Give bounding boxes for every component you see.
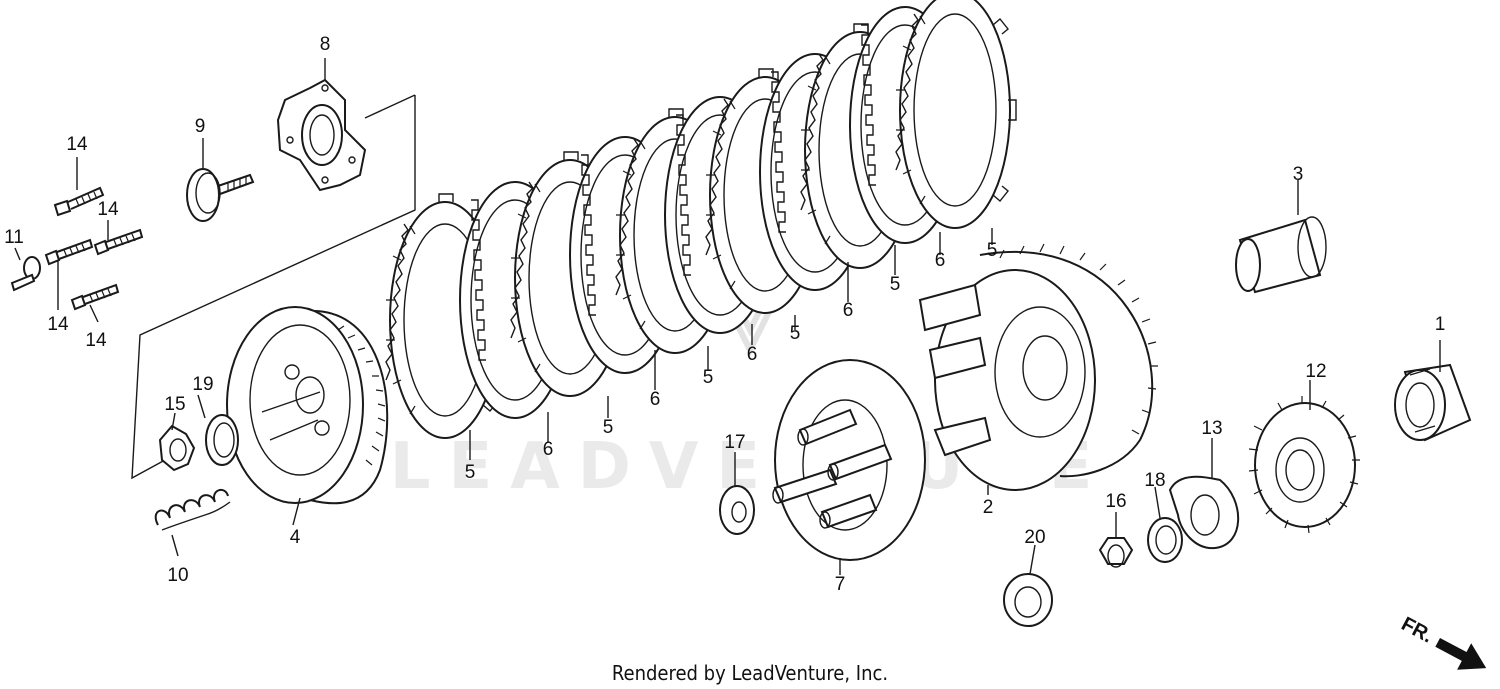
lifter-plate xyxy=(276,78,367,192)
callout-5: 5 xyxy=(703,367,714,388)
callout-1: 1 xyxy=(1435,314,1446,335)
front-direction-arrow-icon: FR. xyxy=(1398,613,1487,670)
callout-6: 6 xyxy=(843,300,854,321)
oil-seal xyxy=(1003,573,1053,627)
callout-labels: 1 2 3 4 5 5 5 5 5 5 6 6 6 6 6 7 8 9 10 1… xyxy=(4,34,1445,595)
pin xyxy=(10,256,41,292)
callout-10: 10 xyxy=(167,565,188,586)
group-bracket xyxy=(131,94,416,480)
clutch-center xyxy=(772,359,926,561)
leader-lines xyxy=(14,58,1441,575)
footer-credit: Rendered by LeadVenture, Inc. xyxy=(612,661,888,685)
callout-3: 3 xyxy=(1293,164,1304,185)
pressure-plate xyxy=(226,306,389,505)
callout-17: 17 xyxy=(724,432,745,453)
callout-5: 5 xyxy=(603,417,614,438)
callout-14: 14 xyxy=(47,314,69,335)
callout-5: 5 xyxy=(987,240,998,261)
callout-6: 6 xyxy=(935,250,946,271)
bolt xyxy=(70,283,120,311)
primary-drive-gear xyxy=(1248,396,1360,534)
callout-6: 6 xyxy=(543,439,554,460)
callout-14: 14 xyxy=(85,330,107,351)
bolt xyxy=(53,186,105,217)
spring xyxy=(154,488,231,531)
bolt xyxy=(93,228,144,256)
clutch-guide xyxy=(1235,216,1327,294)
thrust-washer xyxy=(719,485,755,535)
callout-2: 2 xyxy=(983,497,994,518)
callout-9: 9 xyxy=(195,116,206,137)
lock-nut xyxy=(1098,537,1134,568)
callout-5: 5 xyxy=(790,323,801,344)
clutch-outer xyxy=(918,243,1158,491)
callout-11: 11 xyxy=(4,227,24,248)
washer xyxy=(1147,517,1183,563)
needle-bearing xyxy=(1394,363,1472,442)
callout-13: 13 xyxy=(1201,418,1222,439)
washer xyxy=(205,414,239,466)
lock-nut xyxy=(158,424,196,472)
callout-19: 19 xyxy=(192,374,213,395)
callout-14: 14 xyxy=(97,199,119,220)
callout-16: 16 xyxy=(1105,491,1126,512)
callout-14: 14 xyxy=(66,134,88,155)
callout-4: 4 xyxy=(290,527,301,548)
direction-label: FR. xyxy=(1398,613,1437,648)
bolt xyxy=(44,238,94,266)
callout-5: 5 xyxy=(465,462,476,483)
callout-6: 6 xyxy=(650,389,661,410)
callout-18: 18 xyxy=(1144,470,1165,491)
callout-20: 20 xyxy=(1024,527,1045,548)
callout-15: 15 xyxy=(164,394,185,415)
callout-7: 7 xyxy=(835,574,846,595)
callout-12: 12 xyxy=(1305,361,1326,382)
callout-5: 5 xyxy=(890,274,901,295)
lock-washer xyxy=(1168,475,1240,550)
callout-6: 6 xyxy=(747,344,758,365)
lifter-bearing xyxy=(186,168,255,222)
callout-8: 8 xyxy=(320,34,331,55)
